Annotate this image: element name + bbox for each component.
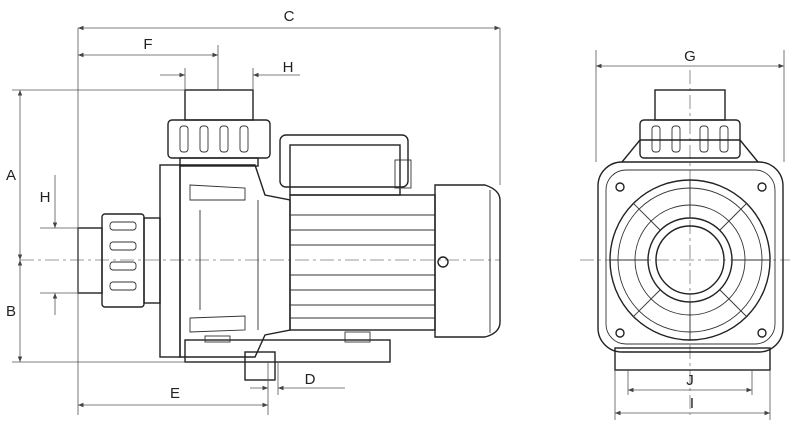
label-b: B — [6, 303, 16, 320]
mount-hole-icon — [615, 182, 625, 192]
suction-union — [77, 213, 161, 308]
label-h-left: H — [40, 189, 51, 206]
discharge-union — [167, 89, 271, 167]
motor-screw-icon — [437, 256, 449, 268]
label-g: G — [684, 48, 696, 65]
label-i: I — [690, 395, 694, 412]
front-view — [580, 70, 790, 415]
terminal-box — [279, 134, 412, 196]
base-foot — [244, 351, 276, 381]
label-f: F — [143, 36, 152, 53]
label-j: J — [686, 372, 694, 389]
housing-rib-bottom — [189, 315, 246, 333]
foot-bolt-left — [204, 335, 231, 343]
housing-rib-top — [189, 184, 246, 201]
label-h-top: H — [283, 59, 294, 76]
foot-bolt-right — [344, 331, 371, 343]
front-discharge-union — [621, 89, 759, 163]
label-e: E — [170, 385, 180, 402]
mount-hole-icon — [615, 328, 625, 338]
side-view — [20, 89, 501, 381]
front-body — [597, 161, 784, 353]
front-base — [614, 347, 771, 371]
label-d: D — [305, 371, 316, 388]
mount-hole-icon — [757, 182, 767, 192]
inlet-opening — [655, 225, 725, 295]
label-a: A — [6, 167, 16, 184]
motor-end-cap — [434, 184, 501, 338]
label-c: C — [284, 8, 295, 25]
dimensions: C F H A H B E D G J I — [6, 8, 785, 420]
front-flange — [159, 164, 181, 358]
motor-body — [289, 194, 449, 331]
base-plate — [184, 339, 391, 363]
mount-hole-icon — [757, 328, 767, 338]
pump-housing — [179, 164, 291, 358]
